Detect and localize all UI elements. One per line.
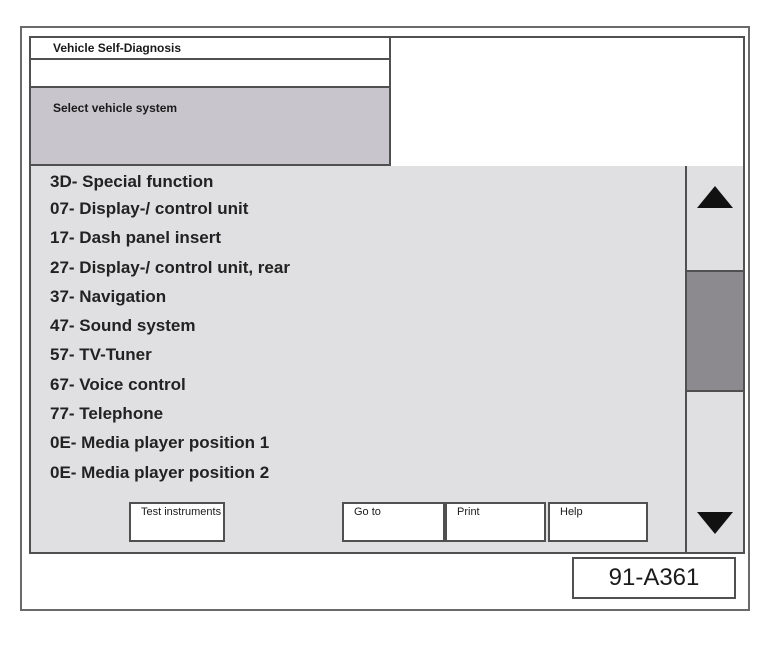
diagnosis-screen: Vehicle Self-Diagnosis Select vehicle sy… <box>29 36 745 554</box>
system-item-77-telephone[interactable]: 77- Telephone <box>50 404 164 424</box>
system-item-37-navigation[interactable]: 37- Navigation <box>50 286 167 306</box>
go-to-button[interactable]: Go to <box>342 502 445 542</box>
title-spacer <box>31 60 391 86</box>
system-list-panel: 3D- Special function 07- Display-/ contr… <box>31 166 687 552</box>
system-item-47-sound-system[interactable]: 47- Sound system <box>50 316 196 336</box>
system-item-3d-special-function[interactable]: 3D- Special function <box>50 172 214 191</box>
system-item-67-voice-control[interactable]: 67- Voice control <box>50 374 186 394</box>
system-item-57-tv-tuner[interactable]: 57- TV-Tuner <box>50 345 152 365</box>
print-button[interactable]: Print <box>445 502 546 542</box>
triangle-down-icon <box>697 512 733 534</box>
system-item-17-dash-panel-insert[interactable]: 17- Dash panel insert <box>50 228 222 248</box>
diagnosis-window-frame: Vehicle Self-Diagnosis Select vehicle sy… <box>20 26 750 611</box>
vertical-scrollbar[interactable] <box>687 166 743 552</box>
triangle-up-icon <box>697 186 733 208</box>
scroll-up-button[interactable] <box>687 176 743 226</box>
system-list: 3D- Special function 07- Display-/ contr… <box>50 170 290 487</box>
help-button[interactable]: Help <box>548 502 648 542</box>
system-item-07-display-control-unit[interactable]: 07- Display-/ control unit <box>50 199 249 218</box>
window-title: Vehicle Self-Diagnosis <box>31 38 391 60</box>
scrollbar-thumb[interactable] <box>687 270 743 392</box>
select-system-prompt: Select vehicle system <box>31 86 391 166</box>
test-instruments-button[interactable]: Test instruments <box>129 502 225 542</box>
figure-label: 91-A361 <box>572 557 736 599</box>
system-item-0e-media-player-2[interactable]: 0E- Media player position 2 <box>50 462 270 482</box>
scroll-down-button[interactable] <box>687 497 743 547</box>
system-item-27-display-control-unit-rear[interactable]: 27- Display-/ control unit, rear <box>50 257 290 277</box>
system-item-0e-media-player-1[interactable]: 0E- Media player position 1 <box>50 433 270 453</box>
